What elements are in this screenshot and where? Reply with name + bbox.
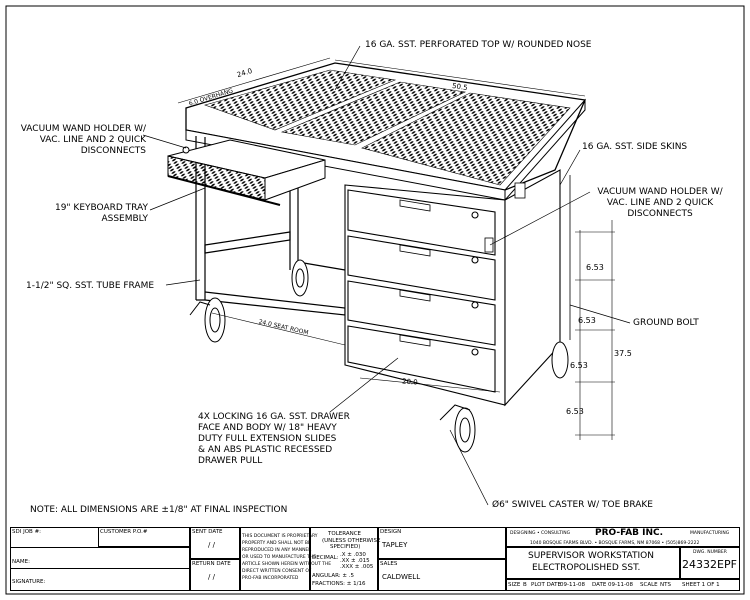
drawer-cabinet [344, 169, 571, 407]
dwg-number: 24332EPF [682, 558, 737, 571]
sent-date-label: SENT DATE [192, 529, 223, 535]
scale-label: SCALE [640, 582, 658, 588]
side-skins-callout: 16 GA. SST. SIDE SKINS [582, 142, 688, 152]
drawing-title-2: ELECTROPOLISHED SST. [532, 563, 641, 573]
ground-bolt-callout: GROUND BOLT [633, 318, 699, 328]
date-label: DATE [592, 582, 607, 588]
decimal-1: .X ± .030 [340, 552, 366, 558]
sheet-border [5, 5, 745, 595]
keyboard-tray [167, 139, 326, 206]
sales-cell [378, 559, 506, 591]
angular-tol: ANGULAR: ± .5 [312, 573, 354, 579]
return-date-label: RETURN DATE [192, 561, 231, 567]
plot-date-label: PLOT DATE [531, 582, 561, 588]
decimal-label: DECIMAL: [312, 555, 339, 561]
caster-callout: Ø6" SWIVEL CASTER W/ TOE BRAKE [492, 500, 653, 510]
dimension-lines [177, 57, 615, 440]
title-block: SDI JOB #: CUSTOMER P.O.# NAME: SIGNATUR… [10, 527, 740, 591]
wand-holder-left-callout: VACUUM WAND HOLDER W/ VAC. LINE AND 2 QU… [20, 124, 146, 156]
dim-width: 50.5 [451, 81, 469, 93]
leader-lines [142, 45, 631, 506]
dim-drawer-4: 6.53 [566, 407, 584, 416]
dwg-number-label: DWG. NUMBER [693, 550, 727, 555]
name-label: NAME: [12, 559, 30, 565]
tolerance-sub-2: SPECIFIED) [330, 544, 361, 550]
design-cell [378, 527, 506, 559]
sent-date-cell [190, 527, 240, 559]
design-name: TAPLEY [382, 541, 408, 549]
name-cell [10, 547, 190, 569]
customer-po-cell [98, 527, 190, 547]
proprietary-notice: THIS DOCUMENT IS PROPRIETARY PROPERTY AN… [242, 534, 332, 581]
design-label: DESIGN [380, 529, 402, 535]
proprietary-cell [240, 527, 310, 591]
decimal-2: .XX ± .015 [340, 558, 370, 564]
company-name: PRO-FAB INC. [595, 528, 664, 538]
dwg-number-cell [680, 547, 740, 579]
dim-drawer-depth: 20.0 [401, 377, 418, 387]
casters [189, 259, 569, 453]
tolerance-note: NOTE: ALL DIMENSIONS ARE ±1/8" AT FINAL … [30, 505, 288, 515]
sent-date-value: / / [208, 541, 215, 549]
decimal-3: .XXX ± .005 [340, 564, 374, 570]
date-value: 09-11-08 [608, 582, 633, 588]
return-date-value: / / [208, 573, 215, 581]
customer-po-label: CUSTOMER P.O.# [100, 529, 148, 535]
wand-holder-right-callout: VACUUM WAND HOLDER W/ VAC. LINE AND 2 QU… [597, 187, 723, 219]
dim-drawer-2: 6.53 [578, 316, 596, 325]
size-value: B [523, 582, 527, 588]
tolerance-sub-1: (UNLESS OTHERWISE [322, 538, 381, 544]
sheet-number: SHEET 1 OF 1 [682, 582, 720, 588]
fractions-tol: FRACTIONS: ± 1/16 [312, 581, 366, 587]
plot-date-value: 09-11-08 [560, 582, 585, 588]
drawing-title-cell [506, 547, 680, 579]
top-callout: 16 GA. SST. PERFORATED TOP W/ ROUNDED NO… [365, 40, 592, 50]
scale-value: NTS [660, 582, 671, 588]
size-label: SIZE [508, 582, 521, 588]
dim-height: 37.5 [614, 349, 632, 358]
keyboard-tray-callout: 19" KEYBOARD TRAY ASSEMBLY [54, 203, 148, 224]
drawer-callout: 4X LOCKING 16 GA. SST. DRAWER FACE AND B… [198, 412, 350, 466]
company-tag-left: DESIGNING • CONSULTING [510, 531, 571, 536]
sdi-job-label: SDI JOB #: [12, 529, 42, 535]
sales-name: CALDWELL [382, 573, 421, 581]
company-tag-right: MANUFACTURING [690, 531, 730, 536]
company-address: 1040 BOSQUE FARMS BLVD. • BOSQUE FARMS, … [530, 541, 700, 546]
dim-drawer-3: 6.53 [570, 361, 588, 370]
tolerance-cell [310, 527, 378, 591]
sales-label: SALES [380, 561, 398, 567]
sheet-info-row [506, 579, 740, 591]
return-date-cell [190, 559, 240, 591]
tube-frame-callout: 1-1/2" SQ. SST. TUBE FRAME [26, 281, 155, 291]
tolerance-title: TOLERANCE [328, 531, 362, 537]
dim-drawer-1: 6.53 [586, 263, 604, 272]
company-cell [506, 527, 740, 547]
signature-label: SIGNATURE: [12, 579, 46, 585]
drawing-title-1: SUPERVISOR WORKSTATION [528, 551, 654, 561]
